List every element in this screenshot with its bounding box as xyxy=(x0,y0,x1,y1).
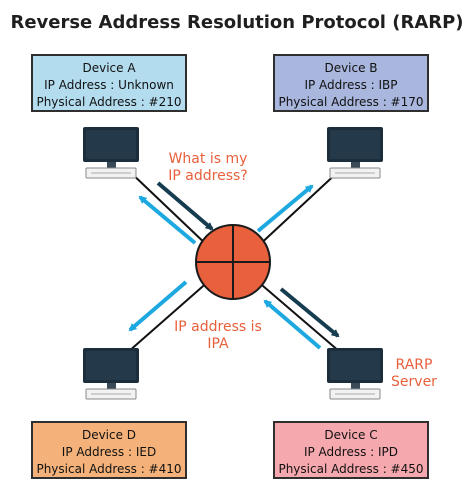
device-b-mac: Physical Address : #170 xyxy=(278,95,424,109)
device-a-ip: IP Address : Unknown xyxy=(44,78,174,92)
reply-arrow xyxy=(263,299,322,350)
device-d-box: Device D IP Address : IED Physical Addre… xyxy=(31,421,187,479)
computer-icon xyxy=(327,127,383,179)
request-label: What is my IP address? xyxy=(160,151,256,185)
reply-label-line: IPA xyxy=(207,336,229,352)
diagram-title: Reverse Address Resolution Protocol (RAR… xyxy=(10,12,464,33)
device-a-name: Device A xyxy=(82,61,136,75)
broadcast-arrow-d xyxy=(128,280,188,332)
device-a-box: Device A IP Address : Unknown Physical A… xyxy=(31,54,187,112)
device-c-box: Device C IP Address : IPD Physical Addre… xyxy=(273,421,429,479)
server-computer-icon xyxy=(327,348,383,400)
broadcast-arrow-b xyxy=(256,184,314,233)
link-d-router xyxy=(127,279,211,353)
device-b-box: Device B IP Address : IBP Physical Addre… xyxy=(273,54,429,112)
reply-label-line: IP address is xyxy=(174,319,262,335)
server-label-line: Server xyxy=(391,374,437,390)
device-b-ip: IP Address : IBP xyxy=(304,78,398,92)
device-b-name: Device B xyxy=(324,61,378,75)
device-a-mac: Physical Address : #210 xyxy=(36,95,182,109)
device-c-mac: Physical Address : #450 xyxy=(278,462,424,476)
request-label-line: What is my xyxy=(168,151,248,167)
server-label-line: RARP xyxy=(395,357,433,373)
computer-icon xyxy=(83,348,139,400)
request-label-line: IP address? xyxy=(168,168,248,184)
device-c-name: Device C xyxy=(324,428,378,442)
reply-label: IP address is IPA xyxy=(170,319,266,353)
server-label: RARP Server xyxy=(384,357,444,391)
device-d-name: Device D xyxy=(81,428,137,442)
broadcast-arrow-a xyxy=(138,195,197,245)
link-a-router xyxy=(127,169,211,249)
router-icon xyxy=(195,224,271,300)
device-c-ip: IP Address : IPD xyxy=(303,445,399,459)
device-d-mac: Physical Address : #410 xyxy=(36,462,182,476)
request-arrow xyxy=(156,181,214,231)
device-d-ip: IP Address : IED xyxy=(61,445,157,459)
link-c-router xyxy=(255,279,341,353)
broadcast-arrow-c xyxy=(279,287,340,338)
link-b-router xyxy=(255,169,341,249)
computer-icon xyxy=(83,127,139,179)
